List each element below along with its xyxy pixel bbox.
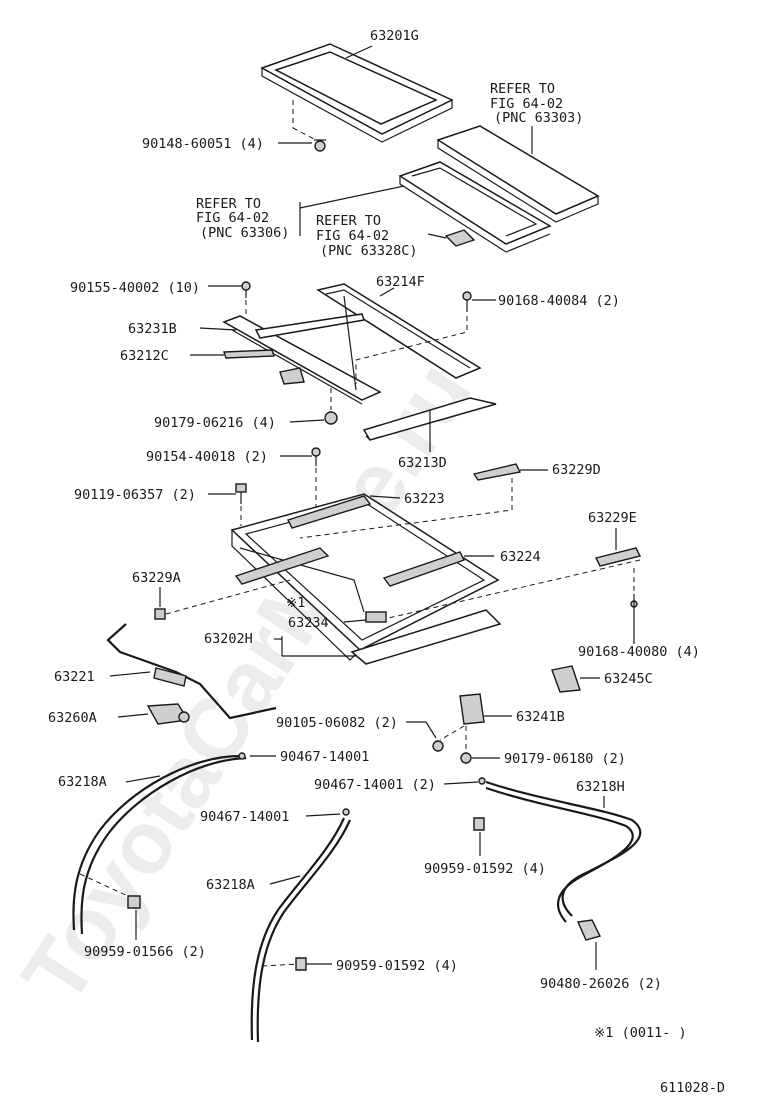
bolt-90154-icon: [311, 447, 321, 466]
label-63202H: 63202H: [204, 631, 253, 647]
label-refer-1-line3: (PNC 63303): [494, 110, 583, 126]
label-refer-2-line1: REFER TO: [196, 196, 261, 212]
block-63229A-icon: [154, 608, 166, 620]
motor-63260A-icon: [146, 703, 190, 725]
label-63229A: 63229A: [132, 570, 181, 586]
label-90179-06216: 90179-06216 (4): [154, 415, 276, 431]
shade-frame-drawing: [398, 161, 552, 253]
label-90119-06357: 90119-06357 (2): [74, 487, 196, 503]
label-90467-14001-a: 90467-14001: [280, 749, 369, 765]
bolt-90119-icon: [235, 483, 247, 504]
label-63214F: 63214F: [376, 274, 425, 290]
label-mark-1: ※1: [286, 595, 305, 611]
clip-90959-01592a-icon: [473, 817, 485, 831]
bolt-90148-icon: [314, 139, 326, 152]
clip-90959-01592b-icon: [295, 957, 307, 971]
nut-90179-06180-icon: [460, 752, 472, 764]
drive-cable-drawing: [106, 623, 277, 720]
label-refer-1-line2: FIG 64-02: [490, 96, 563, 112]
bolt-90155-icon: [241, 281, 251, 298]
label-refer-3-line3: (PNC 63328C): [320, 243, 418, 259]
label-63234: 63234: [288, 615, 329, 631]
label-63201G: 63201G: [370, 28, 419, 44]
label-90168-40080: 90168-40080 (4): [578, 644, 700, 660]
label-90467-14001-c: 90467-14001: [200, 809, 289, 825]
nut-90179-06216-icon: [324, 411, 338, 425]
bracket-63245C-icon: [551, 665, 581, 693]
label-63229E: 63229E: [588, 510, 637, 526]
pad-63234-icon: [365, 611, 387, 623]
valve-90480-icon: [576, 919, 602, 941]
label-90959-01566: 90959-01566 (2): [84, 944, 206, 960]
label-refer-2-line3: (PNC 63306): [200, 225, 289, 241]
label-63221: 63221: [54, 669, 95, 685]
label-90959-01592-b: 90959-01592 (4): [336, 958, 458, 974]
glass-panel-drawing: [260, 43, 454, 143]
drain-hose-left-drawing: [72, 752, 247, 935]
label-90959-01592-a: 90959-01592 (4): [424, 861, 546, 877]
label-63218A-left: 63218A: [58, 774, 107, 790]
label-63241B: 63241B: [516, 709, 565, 725]
label-63231B: 63231B: [128, 321, 177, 337]
bolt-90168-40080-icon: [630, 594, 638, 614]
label-refer-3-line2: FIG 64-02: [316, 228, 389, 244]
label-refer-2-line2: FIG 64-02: [196, 210, 269, 226]
clip-90959-01566-icon: [127, 895, 141, 909]
bracket-63229E-icon: [594, 547, 642, 567]
label-63245C: 63245C: [604, 671, 653, 687]
sunshade-drawing: [436, 125, 600, 223]
label-refer-3-line1: REFER TO: [316, 213, 381, 229]
label-90179-06180: 90179-06180 (2): [504, 751, 626, 767]
label-90467-14001-b: 90467-14001 (2): [314, 777, 436, 793]
label-90148-60051: 90148-60051 (4): [142, 136, 264, 152]
label-63224: 63224: [500, 549, 541, 565]
drain-hose-middle-drawing: [250, 808, 352, 1043]
label-90480-26026: 90480-26026 (2): [540, 976, 662, 992]
clip-63328C-icon: [444, 229, 476, 247]
label-63229D: 63229D: [552, 462, 601, 478]
footnote: ※1 (0011- ): [594, 1025, 687, 1041]
label-63218H: 63218H: [576, 779, 625, 795]
bracket-63241B-icon: [459, 693, 485, 725]
label-63218A-middle: 63218A: [206, 877, 255, 893]
label-63213D: 63213D: [398, 455, 447, 471]
label-63223: 63223: [404, 491, 445, 507]
sunroof-frame-drawing: [230, 493, 502, 665]
label-90154-40018: 90154-40018 (2): [146, 449, 268, 465]
bolt-90168-40084-icon: [462, 291, 472, 312]
label-refer-1-line1: REFER TO: [490, 81, 555, 97]
drain-hose-right-drawing: [478, 777, 642, 923]
label-90155-40002: 90155-40002 (10): [70, 280, 200, 296]
screw-90105-icon: [432, 740, 444, 752]
diagram-id: 611028-D: [660, 1080, 725, 1096]
label-90168-40084: 90168-40084 (2): [498, 293, 620, 309]
label-90105-06082: 90105-06082 (2): [276, 715, 398, 731]
bracket-63229D-icon: [472, 463, 522, 481]
label-63212C: 63212C: [120, 348, 169, 364]
label-63260A: 63260A: [48, 710, 97, 726]
